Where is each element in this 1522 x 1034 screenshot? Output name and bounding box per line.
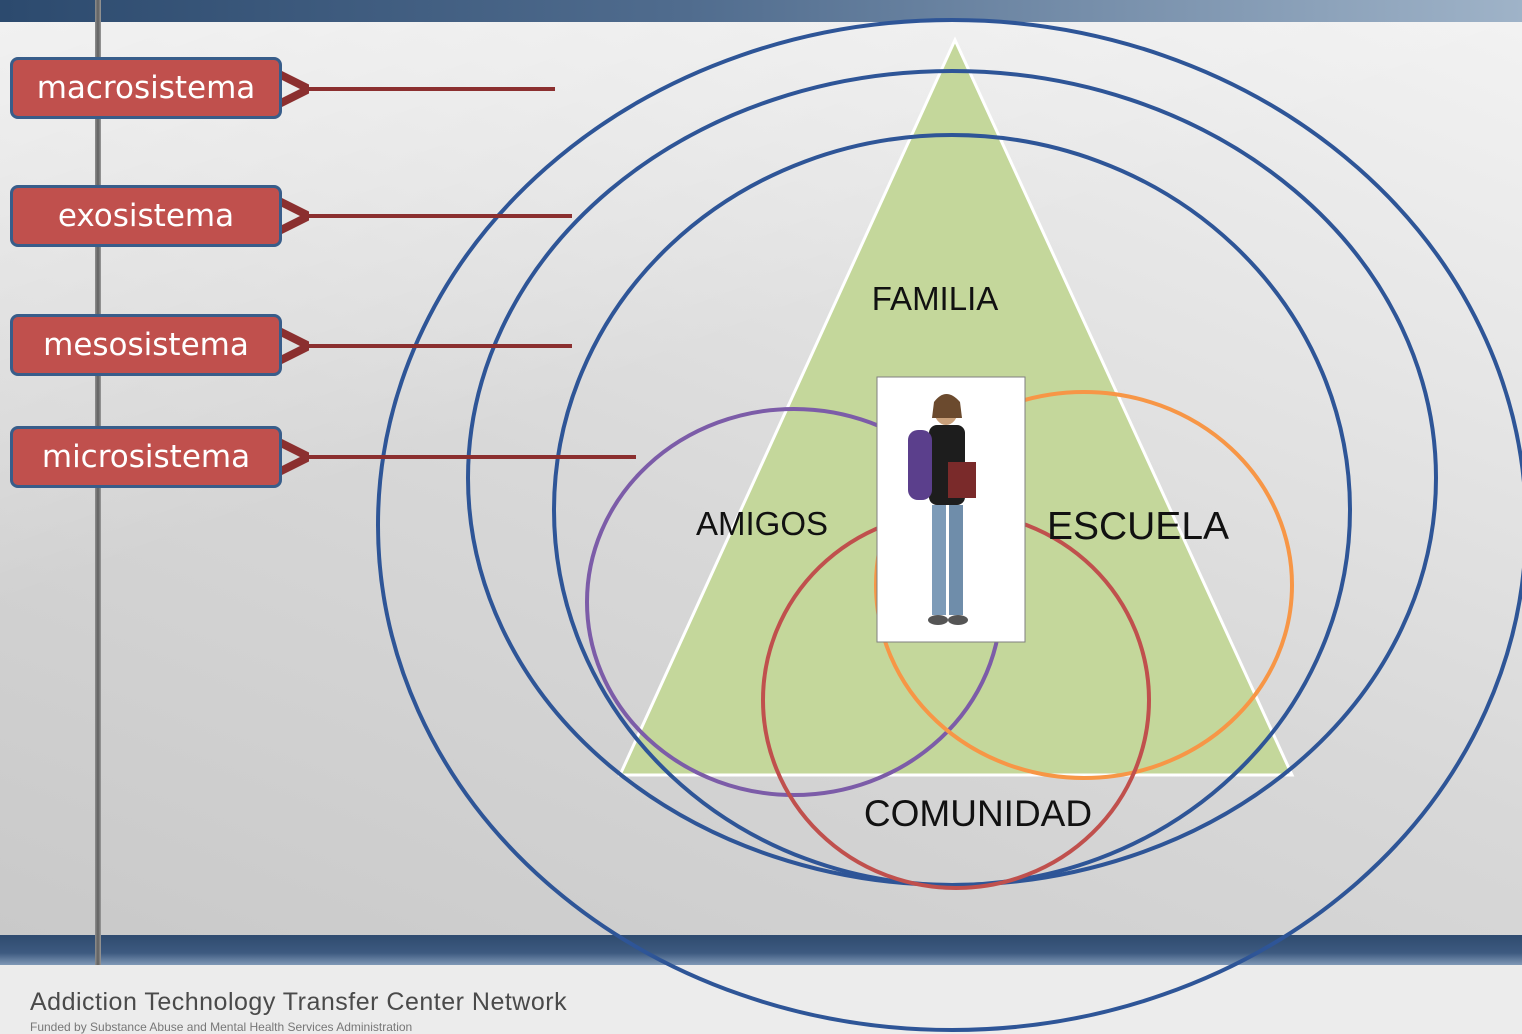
bottom-band xyxy=(0,935,1522,965)
comunidad-label: COMUNIDAD xyxy=(864,793,1092,834)
exosistema-label: exosistema xyxy=(10,185,282,247)
mesosistema-label: mesosistema xyxy=(10,314,282,376)
microsistema-label: microsistema xyxy=(10,426,282,488)
student-photo xyxy=(876,376,1026,643)
footer-funding: Funded by Substance Abuse and Mental Hea… xyxy=(30,1020,413,1034)
student-with-backpack-icon xyxy=(908,394,976,625)
top-band xyxy=(0,0,1522,22)
amigos-label: AMIGOS xyxy=(696,505,828,542)
footer-org-name: Addiction Technology Transfer Center Net… xyxy=(30,988,568,1016)
ring-macrosistema xyxy=(376,18,1522,1032)
familia-label: FAMILIA xyxy=(872,280,999,317)
escuela-circle xyxy=(874,390,1294,780)
ring-mesosistema xyxy=(552,133,1352,887)
macrosistema-label: macrosistema xyxy=(10,57,282,119)
escuela-label: ESCUELA xyxy=(1047,505,1229,548)
